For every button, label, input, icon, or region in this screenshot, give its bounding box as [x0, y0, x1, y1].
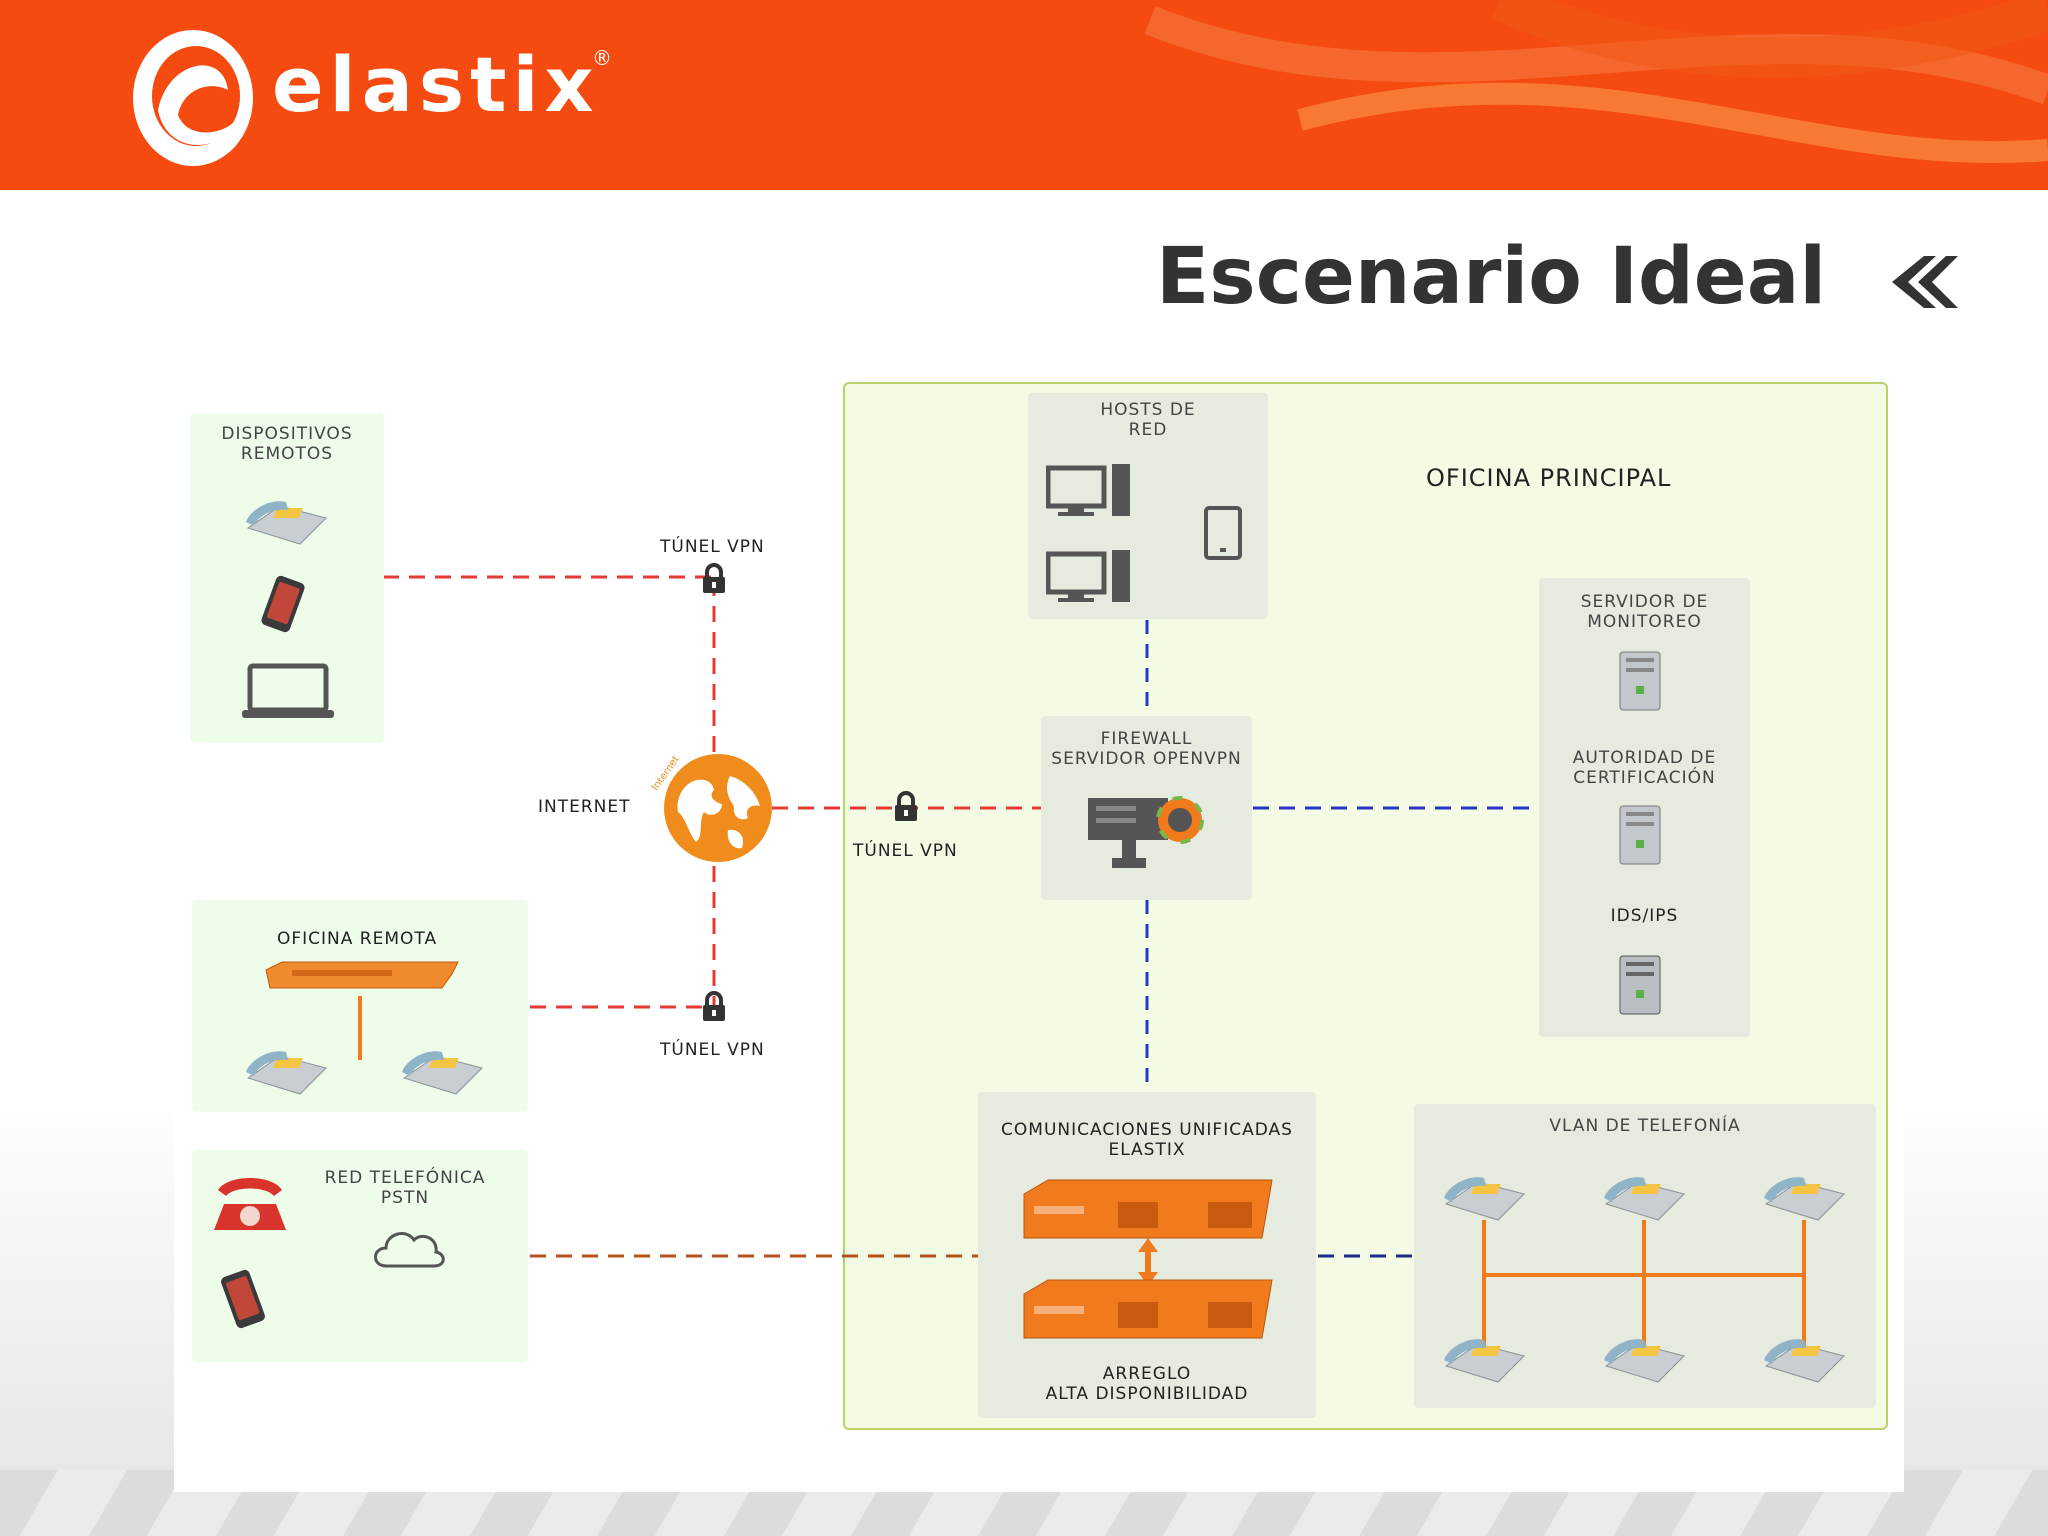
cloud-icon: [374, 1232, 445, 1268]
elastix-appliance-icon: [1023, 1179, 1273, 1239]
dispositivos-remotos-label: DISPOSITIVOS REMOTOS: [221, 424, 353, 464]
tunel-vpn-bottom-label: TÚNEL VPN: [660, 1040, 765, 1060]
hosts-de-red-label: HOSTS DE RED: [1100, 400, 1196, 440]
desk-phone-icon: [1764, 1339, 1845, 1383]
rotary-phone-icon: [214, 1178, 286, 1230]
laptop-icon: [242, 663, 334, 718]
server-tower-icon: [1619, 805, 1661, 865]
tunel-vpn-mid-label: TÚNEL VPN: [853, 841, 958, 861]
oficina-principal-label: OFICINA PRINCIPAL: [1426, 464, 1672, 492]
ids-ips-label: IDS/IPS: [1610, 906, 1679, 926]
lock-icon: [703, 991, 725, 1021]
vlan-links: [1482, 1220, 1806, 1350]
internet-label: INTERNET: [538, 797, 631, 817]
internet-globe-icon: [664, 754, 772, 862]
desktop-computer-icon: [1046, 550, 1130, 602]
servidor-monitoreo-label: SERVIDOR DE MONITOREO: [1580, 592, 1709, 632]
arreglo-label: ARREGLO ALTA DISPONIBILIDAD: [1045, 1364, 1249, 1404]
desk-phone-icon: [1764, 1177, 1845, 1221]
remote-office-links: [358, 996, 362, 1060]
oficina-remota-label: OFICINA REMOTA: [277, 929, 438, 949]
lock-icon: [703, 563, 725, 593]
lock-icon: [895, 791, 917, 821]
comunicaciones-unificadas-label: COMUNICACIONES UNIFICADAS ELASTIX: [1001, 1120, 1293, 1160]
smartphone-icon: [221, 1269, 265, 1329]
tablet-icon: [1204, 506, 1242, 560]
appliance-rack-icon: [265, 961, 459, 989]
tunel-vpn-top-label: TÚNEL VPN: [660, 537, 765, 557]
desk-phone-icon: [1444, 1339, 1525, 1383]
desk-phone-icon: [246, 1051, 327, 1095]
elastix-logo-icon: [133, 30, 253, 166]
server-tower-icon: [1619, 955, 1661, 1015]
bidirectional-arrow-icon: [1138, 1238, 1158, 1286]
desk-phone-icon: [1444, 1177, 1525, 1221]
server-tower-icon: [1619, 651, 1661, 711]
logo-text: elastix: [272, 40, 600, 129]
header-banner: elastix ®: [0, 0, 2048, 190]
autoridad-certificacion-label: AUTORIDAD DE CERTIFICACIÓN: [1572, 748, 1717, 788]
header-swoosh: [1144, 0, 2048, 164]
elastix-appliance-icon: [1023, 1279, 1273, 1339]
registered-mark: ®: [592, 46, 612, 70]
double-chevron-left-icon: [1892, 256, 1958, 308]
smartphone-icon: [261, 575, 305, 633]
red-telefonica-label: RED TELEFÓNICA PSTN: [324, 1168, 486, 1208]
firewall-server-icon: [1088, 796, 1204, 868]
desk-phone-icon: [1604, 1177, 1685, 1221]
desk-phone-icon: [246, 501, 327, 545]
page-title: Escenario Ideal: [1156, 232, 1827, 322]
desk-phone-icon: [402, 1051, 483, 1095]
desktop-computer-icon: [1046, 464, 1130, 516]
desk-phone-icon: [1604, 1339, 1685, 1383]
firewall-label: FIREWALL SERVIDOR OPENVPN: [1051, 729, 1242, 769]
vlan-telefonia-label: VLAN DE TELEFONÍA: [1549, 1116, 1741, 1136]
